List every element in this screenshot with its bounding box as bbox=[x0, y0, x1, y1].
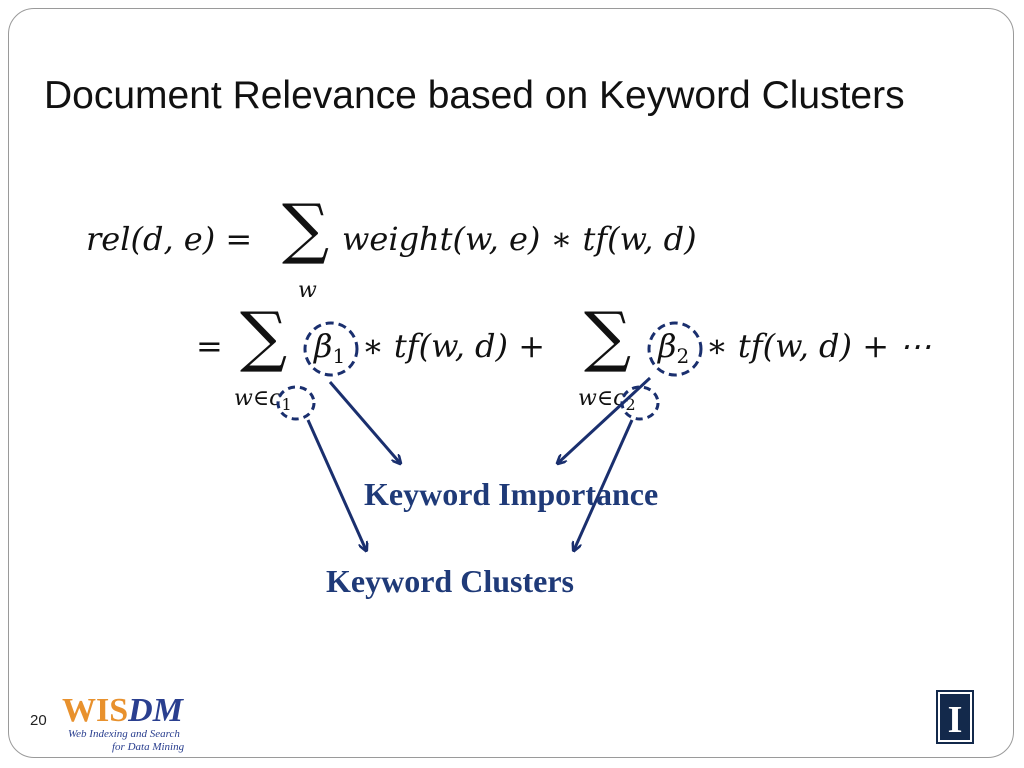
arrow-c2-to-clusters bbox=[574, 419, 634, 550]
beta-2: β2 bbox=[658, 327, 690, 368]
university-emblem-icon: I bbox=[936, 690, 974, 744]
arrow-beta1-to-importance bbox=[328, 381, 400, 463]
sum-subscript-1: w bbox=[298, 278, 317, 303]
beta-1-circle bbox=[303, 321, 359, 377]
slide-frame bbox=[8, 8, 1014, 758]
arrow-c1-to-clusters bbox=[306, 419, 366, 550]
sum-symbol-2: ∑ bbox=[240, 298, 288, 375]
wisdm-logo: WISDM Web Indexing and Search for Data M… bbox=[62, 692, 185, 753]
keyword-clusters-label: Keyword Clusters bbox=[326, 563, 574, 599]
equation-line1-rhs: weight(w, e) ∗ tf(w, d) bbox=[342, 220, 697, 258]
page-number: 20 bbox=[30, 712, 47, 729]
keyword-importance-label: Keyword Importance bbox=[364, 476, 659, 512]
equation-line2-equals: = bbox=[196, 327, 223, 365]
sum-symbol-3: ∑ bbox=[584, 298, 632, 375]
cluster-1-circle bbox=[276, 385, 316, 421]
svg-text:I: I bbox=[948, 699, 963, 741]
logo-tagline-1: Web Indexing and Search bbox=[68, 728, 180, 740]
sum-symbol-1: ∑ bbox=[282, 190, 330, 267]
sum-subscript-2: w∈c1 bbox=[234, 386, 292, 414]
logo-tagline-2: for Data Mining bbox=[112, 741, 185, 753]
equation-line1-lhs: rel(d, e) = bbox=[86, 220, 253, 258]
slide-title: Document Relevance based on Keyword Clus… bbox=[44, 74, 905, 117]
cluster-2-circle bbox=[620, 385, 660, 421]
arrow-beta2-to-importance bbox=[558, 376, 652, 463]
beta-2-circle bbox=[647, 321, 703, 377]
term1-rest: ∗ tf(w, d) + bbox=[362, 327, 545, 365]
term2-rest: ∗ tf(w, d) + ⋯ bbox=[706, 327, 932, 365]
beta-1: β1 bbox=[314, 327, 346, 368]
